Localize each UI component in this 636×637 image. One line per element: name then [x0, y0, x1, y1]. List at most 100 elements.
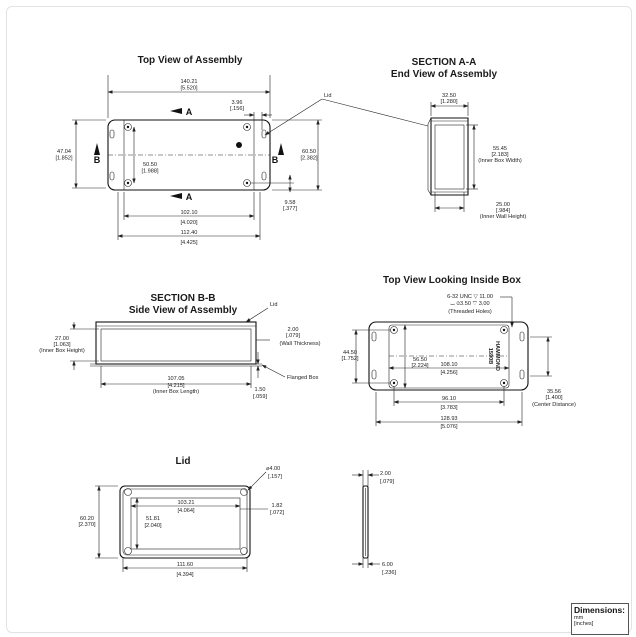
dim-10705-note: (Inner Box Length): [153, 389, 199, 395]
slot-icon: [371, 369, 377, 380]
section-bb-view: SECTION B-B Side View of Assembly Lid 27…: [39, 293, 320, 400]
dim-5650: 56.50: [413, 357, 427, 363]
dim-5545-note: (Inner Box Width): [478, 158, 522, 164]
section-arrow-icon: [170, 193, 182, 199]
dim-2500: 25.00: [496, 202, 510, 208]
dim-6050-in: [2.382]: [300, 156, 318, 162]
dim-3556-in: [1.400]: [545, 395, 563, 401]
dim-3250: 32.50: [442, 93, 456, 99]
slot-icon: [261, 129, 267, 139]
dim-4450-in: [1.752]: [341, 356, 359, 362]
section-arrow-icon: [170, 108, 182, 114]
dim-5545: 55.45: [493, 146, 507, 152]
dim-5650-in: [2.224]: [411, 363, 429, 369]
thread-spec-3: (Threaded Holes): [448, 309, 492, 315]
dim-600: 6.00: [382, 562, 393, 568]
dim-10210: 102.10: [180, 210, 197, 216]
lid-hole-icon: [240, 547, 248, 555]
dim-200-bb-note: (Wall Thickness): [279, 341, 320, 347]
section-bb-subtitle: Side View of Assembly: [129, 305, 238, 316]
dim-dia-in: [.157]: [268, 474, 282, 480]
dim-5050: 50.50: [143, 162, 157, 168]
section-bb-title: SECTION B-B: [151, 293, 216, 304]
dim-396: 3.96: [232, 100, 243, 106]
lid-hole-icon: [124, 547, 132, 555]
section-aa-outline: [430, 117, 469, 196]
lid-callout: Lid: [324, 93, 331, 99]
section-arrow-icon: [94, 143, 100, 155]
inside-view-title: Top View Looking Inside Box: [383, 275, 521, 286]
dim-200-lid: 2.00: [380, 471, 391, 477]
dim-dia: ⌀4.00: [266, 466, 280, 472]
section-b-label-left: B: [94, 155, 101, 165]
section-a-label-bottom: A: [186, 192, 193, 202]
dim-2700-in: [1.063]: [53, 342, 71, 348]
section-bb-cavity: [100, 328, 252, 362]
screw-boss-icon: [500, 326, 508, 334]
section-bb-outline: [95, 321, 257, 365]
slot-icon: [371, 331, 377, 342]
legend-inches: [inches]: [574, 621, 594, 627]
dim-958-in: [.377]: [283, 206, 297, 212]
thread-spec-2: ⌴ ⌀3.50 ▽ 3.00: [450, 301, 489, 307]
dim-200-bb-in: [.079]: [286, 333, 300, 339]
dim-4704: 47.04: [57, 149, 71, 155]
lid-view: Lid ⌀4.00 [.157] 60.20 [2.370] 103.21 [4…: [78, 456, 284, 578]
section-aa-title: SECTION A-A: [412, 57, 477, 68]
dim-10810-in: [4.256]: [440, 370, 458, 376]
dim-11160-in: [4.394]: [176, 572, 194, 578]
dim-9610-in: [3.783]: [440, 405, 458, 411]
dim-2500-in: [.984]: [496, 208, 510, 214]
section-arrow-icon: [278, 143, 284, 155]
dim-150-in: [.059]: [253, 394, 267, 400]
thread-spec-1: 6-32 UNC ▽ 11.00: [447, 294, 493, 300]
dim-5181: 51.81: [146, 516, 160, 522]
dim-182: 1.82: [272, 503, 283, 509]
lid-outline: [119, 485, 251, 559]
dim-10321-in: [4.064]: [177, 508, 195, 514]
flanged-box-callout: Flanged Box: [287, 375, 319, 381]
dim-10705-in: [4.215]: [167, 383, 185, 389]
dim-12893-in: [5.076]: [440, 424, 458, 430]
dim-10705: 107.05: [167, 376, 184, 382]
slot-icon: [109, 171, 115, 181]
dim-10210-in: [4.020]: [180, 220, 198, 226]
slot-icon: [519, 369, 525, 380]
dim-length: 140.21: [180, 79, 197, 85]
lid-leader: [264, 98, 323, 136]
dim-6050: 60.50: [302, 149, 316, 155]
legend-title: Dimensions:: [574, 605, 626, 615]
dim-200-lid-in: [.079]: [380, 479, 394, 485]
dim-6020-in: [2.370]: [78, 522, 96, 528]
top-view-assembly: Top View of Assembly A A B B 140.21 [5.5…: [55, 55, 429, 246]
slot-icon: [519, 331, 525, 342]
lid-title: Lid: [176, 456, 191, 467]
dim-3556-note: (Center Distance): [532, 402, 576, 408]
dim-10810: 108.10: [440, 362, 457, 368]
dim-11240-in: [4.425]: [180, 240, 198, 246]
dim-5181-in: [2.040]: [144, 523, 162, 529]
lid-callout-bb: Lid: [270, 302, 277, 308]
dim-3556: 35.56: [547, 389, 561, 395]
section-aa-cavity: [434, 124, 465, 190]
model-mark: 1590B: [487, 348, 493, 364]
dimensions-legend: Dimensions: mm [inches]: [571, 603, 629, 635]
slot-icon: [109, 129, 115, 139]
top-view-title: Top View of Assembly: [138, 55, 243, 66]
dim-396-in: [.156]: [230, 106, 244, 112]
dim-150: 1.50: [255, 387, 266, 393]
section-aa-subtitle: End View of Assembly: [391, 69, 498, 80]
dim-4704-in: [1.852]: [55, 156, 73, 162]
slot-icon: [261, 171, 267, 181]
dim-length-in: [5.520]: [180, 86, 198, 92]
inside-view-outline: [368, 321, 529, 391]
section-a-label-top: A: [186, 107, 193, 117]
dim-5545-in: [2.183]: [491, 152, 509, 158]
drawing-sheet: [6, 6, 632, 633]
dim-958: 9.58: [285, 200, 296, 206]
lid-inner-outline: [130, 497, 241, 550]
section-aa-view: SECTION A-A End View of Assembly 32.50 […: [391, 57, 526, 220]
dim-12893: 128.93: [440, 416, 457, 422]
lid-edge-view: 2.00 [.079] 6.00 [.236]: [352, 470, 396, 576]
